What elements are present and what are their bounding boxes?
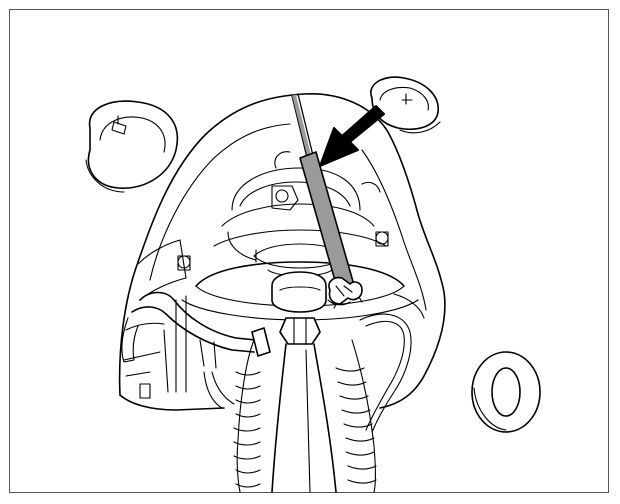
retaining-clip [327, 276, 363, 306]
suspension-housing [118, 93, 446, 411]
illustration-frame [9, 9, 609, 493]
sensor-cable [359, 293, 425, 433]
pointing-arrow-icon [319, 105, 385, 167]
top-nut [271, 271, 327, 345]
strut-boot [233, 339, 377, 493]
grommet-plug-right [370, 76, 441, 134]
upper-mount [177, 151, 389, 271]
grommet-plug-left [85, 100, 179, 193]
o-ring-seal [471, 351, 541, 433]
brake-hose [121, 291, 271, 409]
